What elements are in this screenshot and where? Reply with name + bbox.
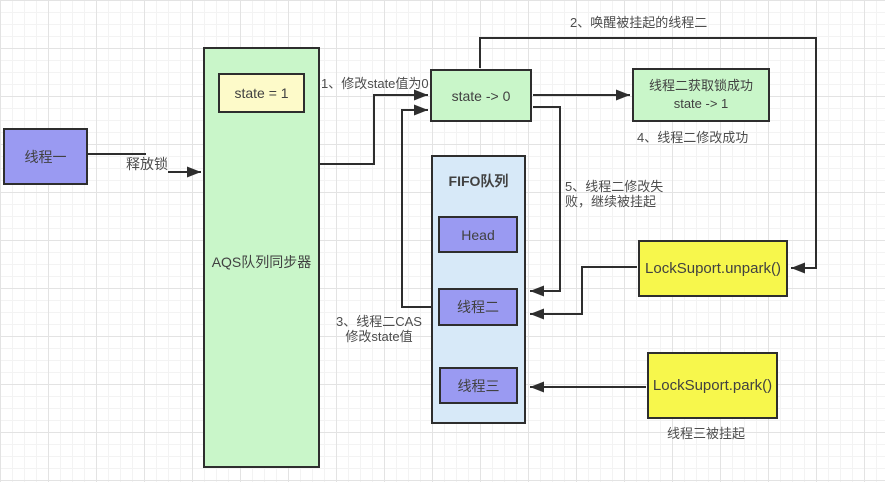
node-state1-label: state = 1 bbox=[234, 85, 289, 101]
label-step4: 4、线程二修改成功 bbox=[637, 130, 749, 145]
label-step3: 3、线程二CAS 修改state值 bbox=[336, 314, 422, 344]
label-step1: 1、修改state值为0 bbox=[321, 76, 429, 91]
label-step3-line2: 修改state值 bbox=[345, 329, 413, 344]
label-thread3-suspended: 线程三被挂起 bbox=[667, 426, 746, 441]
connector-step1-set-state0 bbox=[320, 89, 428, 165]
node-aqs-label: AQS队列同步器 bbox=[211, 254, 312, 270]
node-thread3[interactable]: 线程三 bbox=[439, 367, 518, 404]
connector-step5-fail-back-to-thread2 bbox=[530, 106, 561, 297]
node-park-label: LockSuport.park() bbox=[652, 377, 773, 394]
node-fifo-label: FIFO队列 bbox=[448, 173, 509, 189]
label-step3-line1: 3、线程二CAS bbox=[336, 314, 422, 329]
label-step2: 2、唤醒被挂起的线程二 bbox=[570, 15, 708, 30]
node-thread1[interactable]: 线程一 bbox=[3, 128, 88, 185]
node-thread2[interactable]: 线程二 bbox=[438, 288, 518, 326]
node-thread2-label: 线程二 bbox=[457, 299, 499, 315]
label-step5-line1: 5、线程二修改失 bbox=[565, 179, 664, 194]
node-state-equals-1[interactable]: state = 1 bbox=[218, 73, 305, 113]
node-thread1-label: 线程一 bbox=[24, 148, 67, 165]
node-head-label: Head bbox=[461, 226, 495, 243]
node-thread2-lock-success[interactable]: 线程二获取锁成功 state -> 1 bbox=[632, 68, 770, 122]
label-step5-line2: 败，继续被挂起 bbox=[565, 194, 657, 209]
node-locksupport-park[interactable]: LockSuport.park() bbox=[647, 352, 778, 419]
node-aqs-synchronizer[interactable]: AQS队列同步器 bbox=[203, 47, 320, 468]
label-release-lock: 释放锁 bbox=[126, 156, 168, 172]
node-success-line2: state -> 1 bbox=[673, 96, 729, 111]
node-unpark-label: LockSuport.unpark() bbox=[645, 260, 781, 277]
label-step5: 5、线程二修改失 败，继续被挂起 bbox=[565, 179, 663, 209]
connector-step3-cas bbox=[401, 104, 432, 308]
node-head[interactable]: Head bbox=[438, 216, 518, 253]
node-state0-label: state -> 0 bbox=[451, 87, 511, 104]
node-state-to-0[interactable]: state -> 0 bbox=[430, 69, 532, 122]
connector-unpark-to-thread2 bbox=[530, 266, 637, 320]
node-locksupport-unpark[interactable]: LockSuport.unpark() bbox=[638, 240, 788, 297]
node-thread3-label: 线程三 bbox=[457, 377, 500, 394]
node-success-line1: 线程二获取锁成功 bbox=[648, 78, 753, 93]
